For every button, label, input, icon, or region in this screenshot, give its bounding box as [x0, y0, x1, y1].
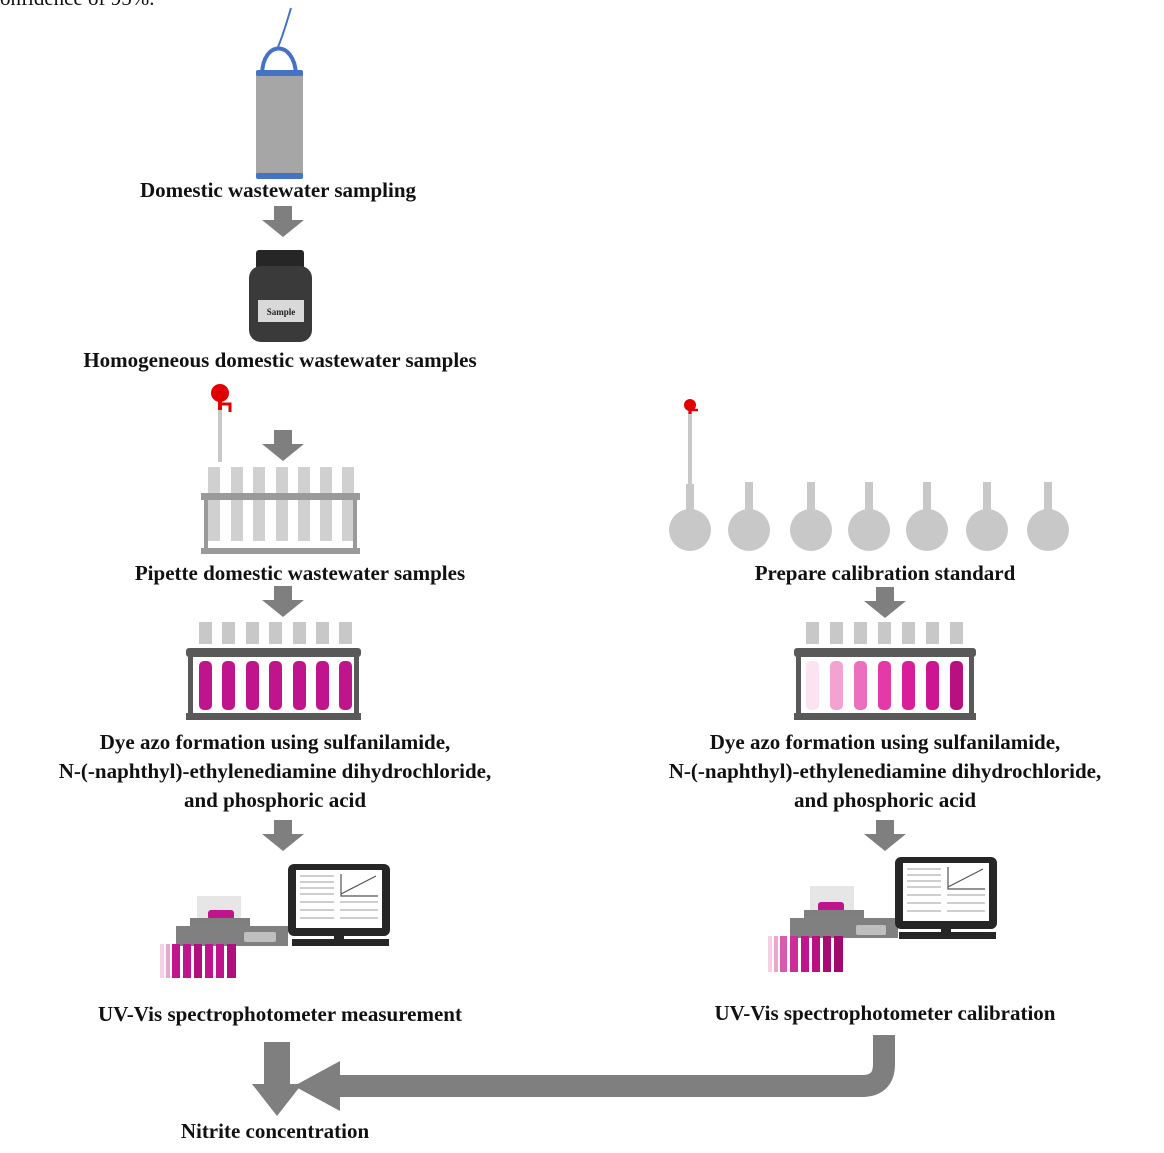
test-tube-rack-icon [794, 622, 976, 720]
water-sampler-icon [256, 7, 303, 179]
result-nitrite-concentration: Nitrite concentration [180, 1119, 370, 1143]
dye-azo-line-1: Dye azo formation using sulfanilamide, [99, 730, 451, 754]
arrow-down-icon [252, 1042, 302, 1116]
arrow-down-icon [262, 586, 304, 617]
step-dye-azo-formation-right: Dye azo formation using sulfanilamide, N… [610, 728, 1160, 815]
bottle-label: Sample [267, 307, 296, 317]
arrow-down-icon [262, 206, 304, 237]
arrow-down-icon [864, 587, 906, 618]
volumetric-flask-icon [669, 482, 1069, 551]
arrow-down-icon [262, 820, 304, 851]
dye-azo-line-3: and phosphoric acid [183, 788, 367, 812]
computer-monitor-icon [895, 857, 997, 939]
top-caption: onfidence of 95%. [0, 0, 155, 13]
spectrophotometer-icon [768, 886, 898, 972]
spectrophotometer-icon [160, 896, 288, 978]
step-prepare-calibration-standard: Prepare calibration standard [754, 561, 1016, 585]
sample-bottle-icon: Sample [249, 250, 312, 342]
step-domestic-wastewater-sampling: Domestic wastewater sampling [139, 178, 417, 202]
step-uv-vis-measurement: UV-Vis spectrophotometer measurement [98, 1002, 462, 1026]
pipette-icon [211, 384, 232, 462]
dye-azo-line-2: N-(-naphthyl)-ethylenediamine dihydrochl… [58, 759, 492, 783]
test-tube-rack-icon [186, 622, 361, 720]
step-uv-vis-calibration: UV-Vis spectrophotometer calibration [714, 1001, 1056, 1025]
computer-monitor-icon [288, 864, 390, 946]
step-pipette-samples: Pipette domestic wastewater samples [134, 561, 466, 585]
connector-arrow-icon [294, 1035, 895, 1111]
dye-azo-line-1: Dye azo formation using sulfanilamide, [709, 730, 1061, 754]
arrow-down-icon [864, 820, 906, 851]
arrow-down-icon [262, 430, 304, 461]
step-dye-azo-formation-left: Dye azo formation using sulfanilamide, N… [0, 728, 550, 815]
test-tube-rack-icon [201, 467, 360, 554]
pipette-icon [684, 399, 698, 486]
dye-azo-line-2: N-(-naphthyl)-ethylenediamine dihydrochl… [668, 759, 1102, 783]
dye-azo-line-3: and phosphoric acid [793, 788, 977, 812]
step-homogeneous-samples: Homogeneous domestic wastewater samples [83, 348, 477, 372]
